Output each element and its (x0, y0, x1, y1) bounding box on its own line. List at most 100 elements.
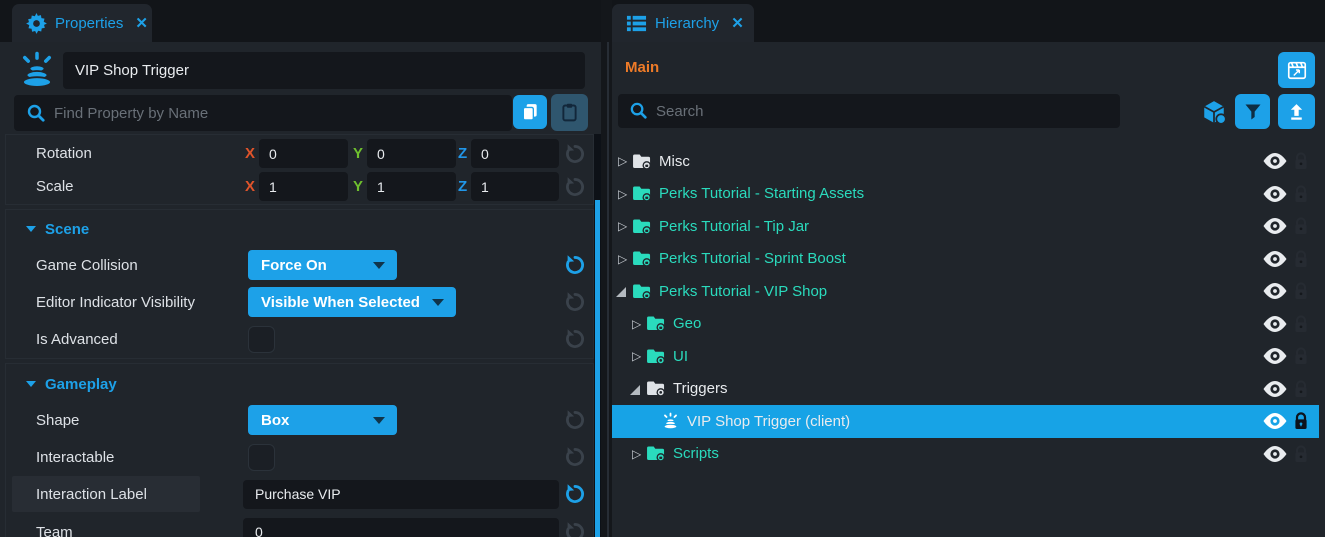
paste-properties-button[interactable] (551, 94, 588, 131)
axis-x-label: X (245, 178, 256, 195)
editor-indicator-visibility-dropdown[interactable]: Visible When Selected (248, 287, 456, 317)
lock-icon[interactable] (1293, 249, 1309, 269)
tab-hierarchy[interactable]: Hierarchy ✕ (612, 4, 754, 42)
axis-z-label: Z (458, 145, 468, 162)
tree-item-perks-sprint-boost[interactable]: ▷ Perks Tutorial - Sprint Boost (612, 243, 1325, 276)
is-advanced-row: Is Advanced (6, 321, 593, 357)
network-cube-icon[interactable] (1201, 99, 1227, 130)
tree-item-perks-tip-jar[interactable]: ▷ Perks Tutorial - Tip Jar (612, 210, 1325, 243)
tree-item-scripts[interactable]: ▷ Scripts (612, 438, 1325, 471)
lock-icon[interactable] (1293, 379, 1309, 399)
visibility-eye-icon[interactable] (1263, 413, 1287, 430)
rotation-z-input[interactable] (471, 139, 559, 168)
shape-label: Shape (36, 411, 80, 429)
visibility-eye-icon[interactable] (1263, 283, 1287, 300)
expand-arrow-icon[interactable]: ▷ (632, 349, 642, 364)
tree-item-label: Geo (673, 315, 702, 333)
visibility-eye-icon[interactable] (1263, 348, 1287, 365)
scale-z-input[interactable] (471, 172, 559, 201)
axis-y-label: Y (353, 145, 364, 162)
tree-item-misc[interactable]: ▷ Misc (612, 145, 1325, 178)
rotation-y-input[interactable] (367, 139, 456, 168)
interactable-checkbox[interactable] (248, 443, 275, 471)
filter-button[interactable] (1235, 94, 1270, 129)
visibility-eye-icon[interactable] (1263, 380, 1287, 397)
scene-clapperboard-icon (1286, 59, 1308, 81)
expand-arrow-icon[interactable]: ▷ (618, 219, 628, 234)
lock-icon[interactable] (1293, 184, 1309, 204)
lock-icon[interactable] (1293, 411, 1309, 431)
tree-item-geo[interactable]: ▷ Geo (612, 308, 1325, 341)
visibility-eye-icon[interactable] (1263, 445, 1287, 462)
lock-icon[interactable] (1293, 151, 1309, 171)
expand-arrow-icon[interactable]: ▷ (618, 186, 628, 201)
axis-z-label: Z (458, 178, 468, 195)
reset-rotation-button[interactable] (562, 141, 588, 167)
filter-funnel-icon (1243, 102, 1263, 122)
visibility-eye-icon[interactable] (1263, 250, 1287, 267)
lock-icon[interactable] (1293, 281, 1309, 301)
shape-dropdown[interactable]: Box (248, 405, 397, 435)
scene-section-header[interactable]: Scene (6, 214, 89, 244)
reset-team-button[interactable] (562, 519, 588, 537)
reset-shape-button[interactable] (562, 407, 588, 433)
transform-group: Rotation X Y Z Scale X Y Z (5, 134, 594, 205)
hierarchy-list-icon (626, 13, 647, 34)
expand-arrow-icon[interactable]: ▷ (618, 251, 628, 266)
tab-properties[interactable]: Properties ✕ (12, 4, 152, 42)
tree-item-label: Misc (659, 152, 690, 170)
rotation-x-input[interactable] (259, 139, 348, 168)
collapse-arrow-icon[interactable] (616, 287, 626, 297)
game-collision-dropdown[interactable]: Force On (248, 250, 397, 280)
tree-item-triggers[interactable]: Triggers (612, 373, 1325, 406)
scene-name-label: Main (625, 59, 660, 76)
lock-icon[interactable] (1293, 444, 1309, 464)
scene-group: Scene Game Collision Force On Editor Ind… (5, 209, 594, 359)
lock-icon[interactable] (1293, 216, 1309, 236)
game-collision-row: Game Collision Force On (6, 247, 593, 283)
shape-value: Box (261, 411, 290, 429)
is-advanced-checkbox[interactable] (248, 325, 275, 353)
lock-icon[interactable] (1293, 346, 1309, 366)
visibility-eye-icon[interactable] (1263, 185, 1287, 202)
property-search-input[interactable] (14, 95, 512, 131)
reset-game-collision-button[interactable] (562, 252, 588, 278)
tree-item-perks-vip-shop[interactable]: Perks Tutorial - VIP Shop (612, 275, 1325, 308)
copy-icon (520, 102, 540, 122)
scale-y-input[interactable] (367, 172, 456, 201)
reset-scale-button[interactable] (562, 174, 588, 200)
tree-item-perks-starting-assets[interactable]: ▷ Perks Tutorial - Starting Assets (612, 178, 1325, 211)
properties-scrollbar-thumb[interactable] (595, 200, 600, 537)
collapse-arrow-icon[interactable] (630, 384, 640, 395)
expand-arrow-icon[interactable]: ▷ (632, 316, 642, 331)
scale-x-input[interactable] (259, 172, 348, 201)
reset-editor-indicator-button[interactable] (562, 289, 588, 315)
lock-icon[interactable] (1293, 314, 1309, 334)
close-icon[interactable]: ✕ (135, 15, 148, 32)
interaction-label-row: Interaction Label (6, 476, 593, 512)
hierarchy-search-input[interactable] (618, 94, 1120, 128)
copy-properties-button[interactable] (513, 95, 547, 129)
move-to-parent-button[interactable] (1278, 94, 1315, 129)
visibility-eye-icon[interactable] (1263, 218, 1287, 235)
tree-item-vip-shop-trigger[interactable]: VIP Shop Trigger (client) (612, 405, 1319, 438)
gameplay-section-header[interactable]: Gameplay (6, 369, 117, 399)
interaction-label-input[interactable] (243, 479, 559, 509)
object-name-field[interactable] (63, 52, 585, 89)
reset-is-advanced-button[interactable] (562, 326, 588, 352)
tab-hierarchy-label: Hierarchy (655, 14, 720, 32)
tree-item-ui[interactable]: ▷ UI (612, 340, 1325, 373)
game-collision-value: Force On (261, 256, 327, 274)
expand-arrow-icon[interactable]: ▷ (618, 154, 628, 169)
scene-settings-button[interactable] (1278, 52, 1315, 88)
reset-interaction-label-button[interactable] (562, 481, 588, 507)
editor-indicator-visibility-row: Editor Indicator Visibility Visible When… (6, 284, 593, 320)
tree-item-label: Perks Tutorial - Sprint Boost (659, 250, 846, 268)
visibility-eye-icon[interactable] (1263, 315, 1287, 332)
gameplay-group: Gameplay Shape Box Interactable (5, 363, 594, 537)
reset-interactable-button[interactable] (562, 444, 588, 470)
expand-arrow-icon[interactable]: ▷ (632, 446, 642, 461)
team-input[interactable] (243, 517, 559, 537)
close-icon[interactable]: ✕ (731, 15, 744, 32)
visibility-eye-icon[interactable] (1263, 153, 1287, 170)
